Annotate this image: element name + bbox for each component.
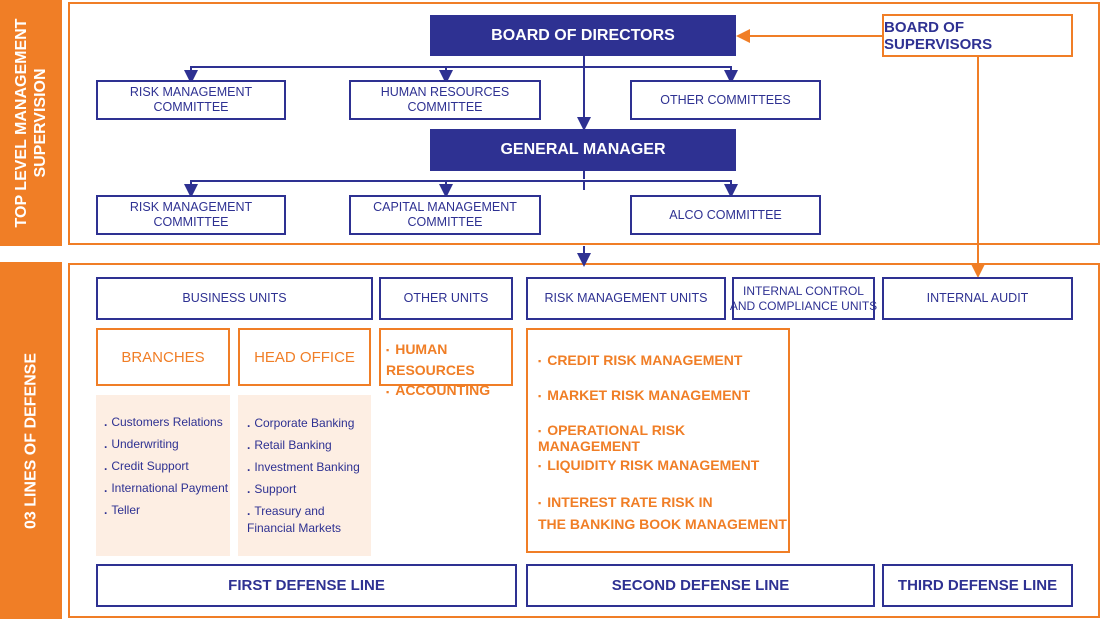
head-office-list: Corporate Banking Retail Banking Investm… [238, 395, 371, 556]
list-item: Investment Banking [247, 456, 371, 478]
list-item: Customers Relations [104, 411, 230, 433]
second-defense-line-label: SECOND DEFENSE LINE [611, 577, 790, 594]
list-item: Credit Support [104, 455, 230, 477]
list-item: International Payment [104, 477, 230, 499]
branches-list: Customers Relations Underwriting Credit … [96, 395, 230, 556]
other-units-list: HUMAN RESOURCES ACCOUNTING [379, 328, 513, 398]
list-item: Treasury and Financial Markets [247, 500, 371, 537]
board-of-directors-label: BOARD OF DIRECTORS [491, 26, 675, 44]
list-item: ACCOUNTING [386, 380, 511, 401]
board-of-supervisors-label: BOARD OF SUPERVISORS [884, 18, 993, 53]
board-committee-hr: HUMAN RESOURCES COMMITTEE [349, 80, 541, 120]
risk-management-list: CREDIT RISK MANAGEMENT MARKET RISK MANAG… [526, 328, 790, 553]
head-office-box: HEAD OFFICE [238, 328, 371, 386]
first-defense-line: FIRST DEFENSE LINE [96, 564, 517, 607]
board-committee-other-label: OTHER COMMITTEES [660, 92, 791, 107]
internal-audit-label: INTERNAL AUDIT [926, 291, 1029, 305]
business-units-box: BUSINESS UNITS [96, 277, 373, 320]
gm-committee-alco: ALCO COMMITTEE [630, 195, 821, 235]
board-committee-other: OTHER COMMITTEES [630, 80, 821, 120]
other-units-box: OTHER UNITS [379, 277, 513, 320]
gm-committee-alco-label: ALCO COMMITTEE [669, 207, 782, 222]
sidebar-lines-of-defense: 03 LINES OF DEFENSE [0, 262, 62, 619]
third-defense-line-label: THIRD DEFENSE LINE [897, 577, 1058, 594]
gm-committee-capital: CAPITAL MANAGEMENT COMMITTEE [349, 195, 541, 235]
list-item: Support [247, 478, 371, 500]
third-defense-line: THIRD DEFENSE LINE [882, 564, 1073, 607]
risk-management-units-label: RISK MANAGEMENT UNITS [544, 291, 708, 305]
board-committee-risk: RISK MANAGEMENT COMMITTEE [96, 80, 286, 120]
business-units-label: BUSINESS UNITS [182, 291, 287, 305]
board-committee-risk-label: RISK MANAGEMENT COMMITTEE [129, 85, 253, 114]
board-of-directors-box: BOARD OF DIRECTORS [430, 15, 736, 56]
list-item: INTEREST RATE RISK IN THE BANKING BOOK M… [538, 492, 788, 535]
gm-committee-capital-label: CAPITAL MANAGEMENT COMMITTEE [373, 200, 517, 229]
list-item: Teller [104, 499, 230, 521]
board-committee-hr-label: HUMAN RESOURCES COMMITTEE [380, 85, 510, 114]
head-office-label: HEAD OFFICE [254, 348, 355, 366]
list-item: CREDIT RISK MANAGEMENT [538, 352, 788, 387]
sidebar-top-level: TOP LEVEL MANAGEMENT SUPERVISION [0, 0, 62, 246]
list-item: HUMAN RESOURCES [386, 339, 511, 380]
other-units-label: OTHER UNITS [403, 291, 489, 305]
gm-committee-risk-label: RISK MANAGEMENT COMMITTEE [129, 200, 253, 229]
board-of-supervisors-box: BOARD OF SUPERVISORS [882, 14, 1073, 57]
list-item: MARKET RISK MANAGEMENT [538, 387, 788, 422]
internal-control-label: INTERNAL CONTROL AND COMPLIANCE UNITS [729, 283, 878, 313]
first-defense-line-label: FIRST DEFENSE LINE [228, 577, 385, 594]
internal-audit-box: INTERNAL AUDIT [882, 277, 1073, 320]
list-item: Corporate Banking [247, 412, 371, 434]
internal-control-box: INTERNAL CONTROL AND COMPLIANCE UNITS [729, 277, 878, 320]
gm-committee-risk: RISK MANAGEMENT COMMITTEE [96, 195, 286, 235]
second-defense-line: SECOND DEFENSE LINE [526, 564, 875, 607]
list-item: Retail Banking [247, 434, 371, 456]
general-manager-label: GENERAL MANAGER [500, 141, 666, 158]
list-item: LIQUIDITY RISK MANAGEMENT [538, 457, 788, 492]
general-manager-box: GENERAL MANAGER [430, 129, 736, 171]
branches-label: BRANCHES [121, 348, 205, 366]
risk-management-units-box: RISK MANAGEMENT UNITS [526, 277, 726, 320]
branches-box: BRANCHES [96, 328, 230, 386]
list-item: OPERATIONAL RISK MANAGEMENT [538, 422, 788, 457]
list-item: Underwriting [104, 433, 230, 455]
